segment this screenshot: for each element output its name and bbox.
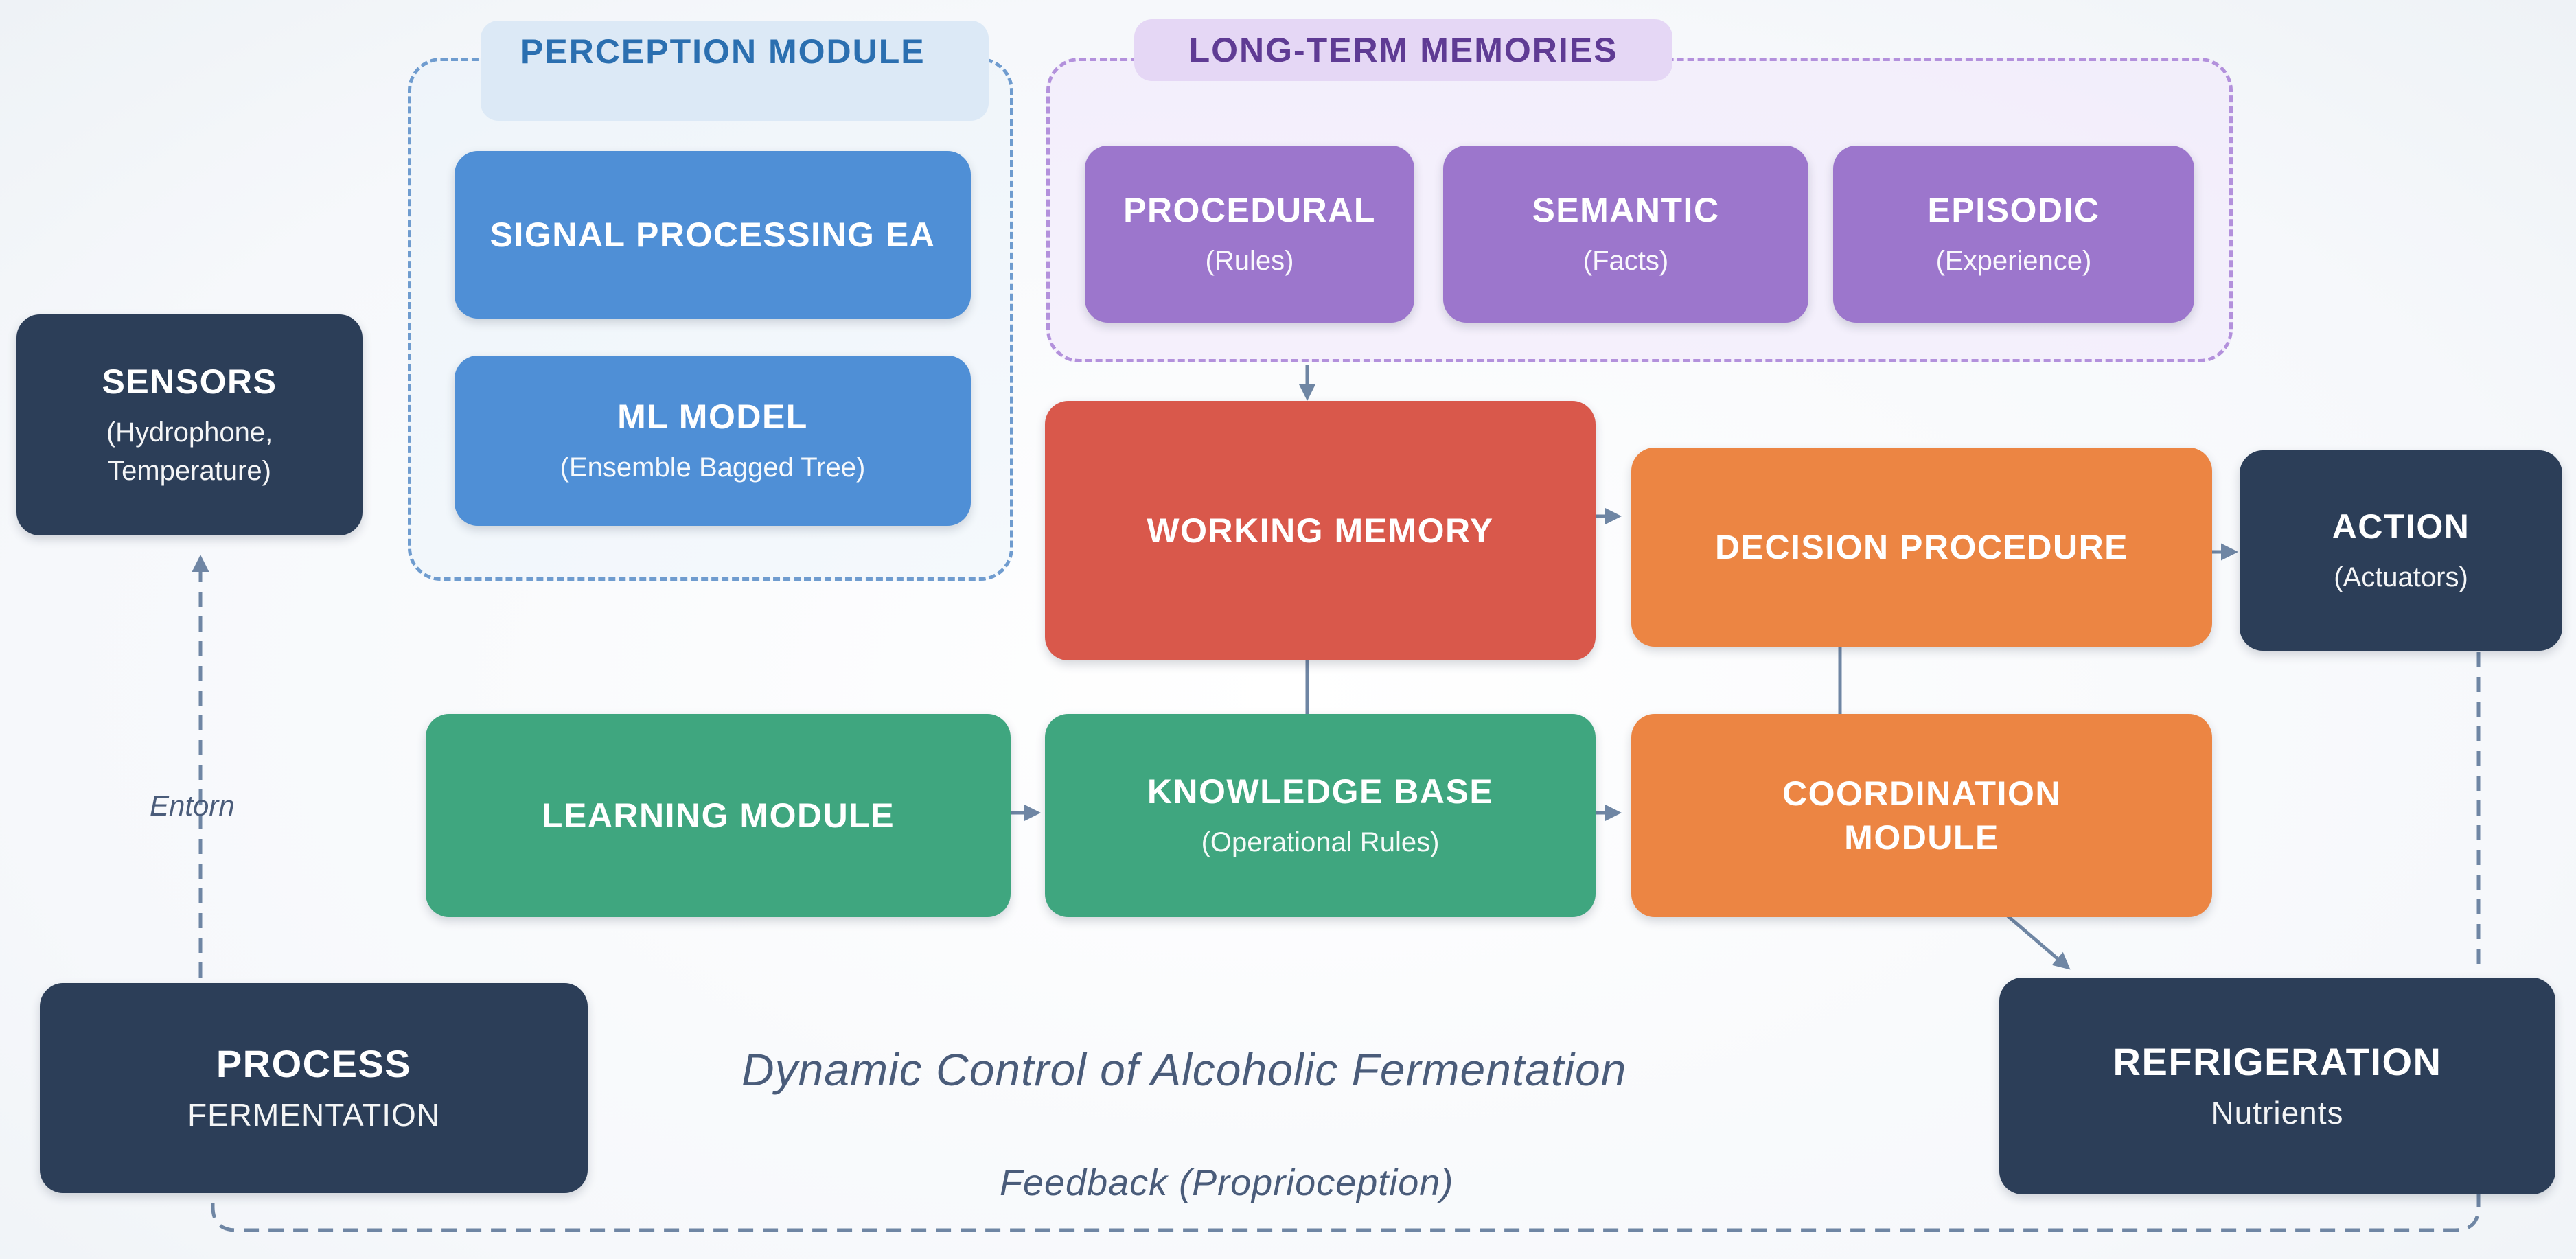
ml-model-title: ML MODEL (617, 397, 808, 436)
semantic-box: SEMANTIC (Facts) (1443, 146, 1808, 323)
process-subtitle: FERMENTATION (187, 1097, 441, 1133)
long-term-memories-label: LONG-TERM MEMORIES (1134, 19, 1672, 81)
refrigeration-subtitle: Nutrients (2211, 1095, 2344, 1131)
procedural-subtitle: (Rules) (1205, 246, 1294, 276)
entorn-caption: Entorn (150, 789, 235, 822)
knowledge-base-box: KNOWLEDGE BASE (Operational Rules) (1045, 714, 1596, 917)
sensors-title: SENSORS (102, 362, 277, 401)
decision-procedure-title: DECISION PROCEDURE (1714, 528, 2129, 566)
episodic-box: EPISODIC (Experience) (1833, 146, 2194, 323)
ml-model-box: ML MODEL (Ensemble Bagged Tree) (455, 356, 971, 526)
perception-module-label-text: PERCEPTION MODULE (520, 32, 925, 71)
semantic-title: SEMANTIC (1532, 191, 1720, 229)
feedback-loop (211, 1192, 2481, 1232)
sensors-subtitle: (Hydrophone, Temperature) (106, 417, 273, 486)
perception-module-label: PERCEPTION MODULE (481, 21, 989, 121)
feedback-caption: Feedback (Proprioception) (1000, 1162, 1454, 1203)
episodic-subtitle: (Experience) (1935, 246, 2092, 276)
coordination-module-title: COORDINATION MODULE (1782, 774, 2061, 857)
working-memory-box: WORKING MEMORY (1045, 401, 1596, 660)
refrigeration-box: REFRIGERATION Nutrients (1999, 978, 2555, 1194)
learning-module-box: LEARNING MODULE (426, 714, 1011, 917)
diagram-title: Dynamic Control of Alcoholic Fermentatio… (741, 1044, 1627, 1095)
working-memory-title: WORKING MEMORY (1147, 511, 1494, 550)
coordination-module-box: COORDINATION MODULE (1631, 714, 2212, 917)
refrigeration-title: REFRIGERATION (2113, 1040, 2442, 1083)
signal-processing-title: SIGNAL PROCESSING EA (490, 216, 936, 254)
sensors-box: SENSORS (Hydrophone, Temperature) (16, 314, 363, 535)
semantic-subtitle: (Facts) (1583, 246, 1669, 276)
procedural-box: PROCEDURAL (Rules) (1085, 146, 1414, 323)
process-box: PROCESS FERMENTATION (40, 983, 588, 1193)
process-title: PROCESS (216, 1042, 412, 1085)
action-box: ACTION (Actuators) (2240, 450, 2562, 651)
episodic-title: EPISODIC (1927, 191, 2100, 229)
arrow-coordination-to-refrigeration (2006, 914, 2071, 970)
learning-module-title: LEARNING MODULE (541, 796, 895, 835)
long-term-memories-label-text: LONG-TERM MEMORIES (1188, 31, 1618, 69)
ml-model-subtitle: (Ensemble Bagged Tree) (560, 452, 866, 483)
knowledge-base-title: KNOWLEDGE BASE (1147, 772, 1494, 811)
signal-processing-box: SIGNAL PROCESSING EA (455, 151, 971, 319)
action-title: ACTION (2332, 507, 2470, 546)
procedural-title: PROCEDURAL (1123, 191, 1376, 229)
knowledge-base-subtitle: (Operational Rules) (1201, 827, 1440, 857)
decision-procedure-box: DECISION PROCEDURE (1631, 448, 2212, 647)
action-subtitle: (Actuators) (2334, 562, 2468, 592)
